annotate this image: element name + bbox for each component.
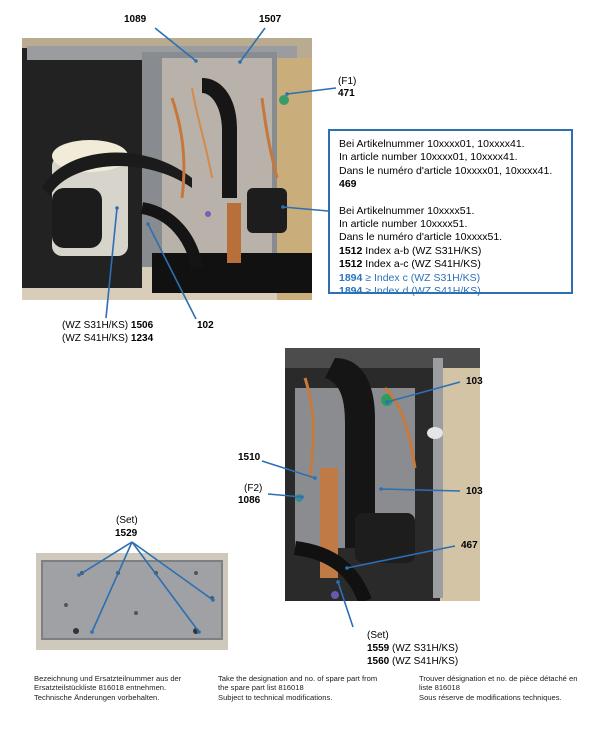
callout-471: 471 bbox=[338, 88, 355, 99]
footer-de-line-2: Ersatzteilstückliste 816018 entnehmen. bbox=[34, 683, 167, 693]
info-fr-2: Dans le numéro d'article 10xxxx51. bbox=[339, 231, 503, 244]
callout-1506-model: (WZ S31H/KS) bbox=[62, 320, 129, 331]
footer-fr-line-2: liste 816018 bbox=[419, 683, 460, 693]
side-view-illustration bbox=[285, 348, 480, 601]
callout-1510: 1510 bbox=[238, 452, 261, 463]
callout-1089: 1089 bbox=[124, 14, 147, 25]
footer-french: Trouver désignation et no. de pièce déta… bbox=[419, 674, 577, 702]
photo-side-view bbox=[285, 348, 480, 601]
info-row-4: 1894 ≥ Index d (WZ S41H/KS) bbox=[339, 285, 562, 298]
callout-1529: 1529 bbox=[115, 528, 138, 539]
callout-102: 102 bbox=[197, 320, 214, 331]
info-row-3-number: 1894 bbox=[339, 271, 363, 284]
info-row-4-number: 1894 bbox=[339, 285, 363, 298]
callout-1560: 1560 (WZ S41H/KS) bbox=[367, 656, 458, 668]
footer-fr-line-3: Sous réserve de modifications techniques… bbox=[419, 692, 562, 702]
info-row-3: 1894 ≥ Index c (WZ S31H/KS) bbox=[339, 272, 562, 285]
callout-1234-number: 1234 bbox=[130, 333, 154, 344]
photo-main-unit bbox=[22, 38, 312, 300]
info-row-3-text: ≥ Index c (WZ S31H/KS) bbox=[365, 271, 481, 284]
callout-1560-number: 1560 bbox=[367, 656, 390, 667]
callout-1234: (WZ S41H/KS) 1234 bbox=[62, 333, 153, 345]
info-row-2-text: Index a-c (WZ S41H/KS) bbox=[365, 258, 481, 271]
info-row-1: 1512 Index a-b (WZ S31H/KS) bbox=[339, 245, 562, 258]
callout-1559-number: 1559 bbox=[367, 643, 390, 654]
callout-set-b: (Set) bbox=[367, 630, 389, 641]
footer-de-line-3: Technische Änderungen vorbehalten. bbox=[34, 692, 160, 702]
info-spacer bbox=[339, 192, 562, 205]
info-row-1-number: 1512 bbox=[339, 244, 363, 257]
info-row-2-number: 1512 bbox=[339, 258, 363, 271]
callout-1086: 1086 bbox=[238, 495, 261, 506]
callout-1560-model: (WZ S41H/KS) bbox=[392, 656, 459, 667]
info-de-1: Bei Artikelnummer 10xxxx01, 10xxxx41. bbox=[339, 138, 525, 150]
callout-f1-prefix: (F1) bbox=[338, 76, 357, 87]
article-number-info-box: Bei Artikelnummer 10xxxx01, 10xxxx41. In… bbox=[328, 129, 573, 297]
info-row-1-text: Index a-b (WZ S31H/KS) bbox=[365, 244, 482, 257]
info-row-4-text: ≥ Index d (WZ S41H/KS) bbox=[365, 285, 481, 298]
footer-fr-line-1: Trouver désignation et no. de pièce déta… bbox=[419, 674, 578, 683]
base-plate-illustration bbox=[36, 553, 228, 650]
footer-en-line-1: Take the designation and no. of spare pa… bbox=[218, 674, 378, 683]
callout-1559: 1559 (WZ S31H/KS) bbox=[367, 643, 458, 655]
footer-english: Take the designation and no. of spare pa… bbox=[218, 674, 377, 702]
callout-1506: (WZ S31H/KS) 1506 bbox=[62, 320, 153, 332]
info-en-1: In article number 10xxxx01, 10xxxx41. bbox=[339, 151, 518, 164]
callout-1506-number: 1506 bbox=[130, 320, 154, 331]
info-part-469: 469 bbox=[339, 178, 357, 191]
info-de-2: Bei Artikelnummer 10xxxx51. bbox=[339, 204, 475, 217]
photo-base-plate bbox=[36, 553, 228, 650]
main-unit-illustration bbox=[22, 38, 312, 300]
info-row-2: 1512 Index a-c (WZ S41H/KS) bbox=[339, 258, 562, 271]
footer-en-line-2: the spare part list 816018 bbox=[218, 683, 304, 693]
callout-1507: 1507 bbox=[259, 14, 282, 25]
footer-en-line-3: Subject to technical modifications. bbox=[218, 692, 333, 702]
footer-de-line-1: Bezeichnung und Ersatzteilnummer aus der bbox=[34, 674, 182, 683]
callout-103-bottom: 103 bbox=[466, 486, 483, 497]
info-fr-1: Dans le numéro d'article 10xxxx01, 10xxx… bbox=[339, 164, 553, 177]
footer-german: Bezeichnung und Ersatzteilnummer aus der… bbox=[34, 674, 181, 702]
callout-set-a: (Set) bbox=[116, 515, 138, 526]
callout-1559-model: (WZ S31H/KS) bbox=[392, 643, 459, 654]
callout-467: 467 bbox=[461, 540, 478, 551]
callout-1234-model: (WZ S41H/KS) bbox=[62, 333, 129, 344]
callout-f2-prefix: (F2) bbox=[244, 483, 263, 494]
callout-103-top: 103 bbox=[466, 376, 483, 387]
info-en-2: In article number 10xxxx51. bbox=[339, 218, 468, 231]
